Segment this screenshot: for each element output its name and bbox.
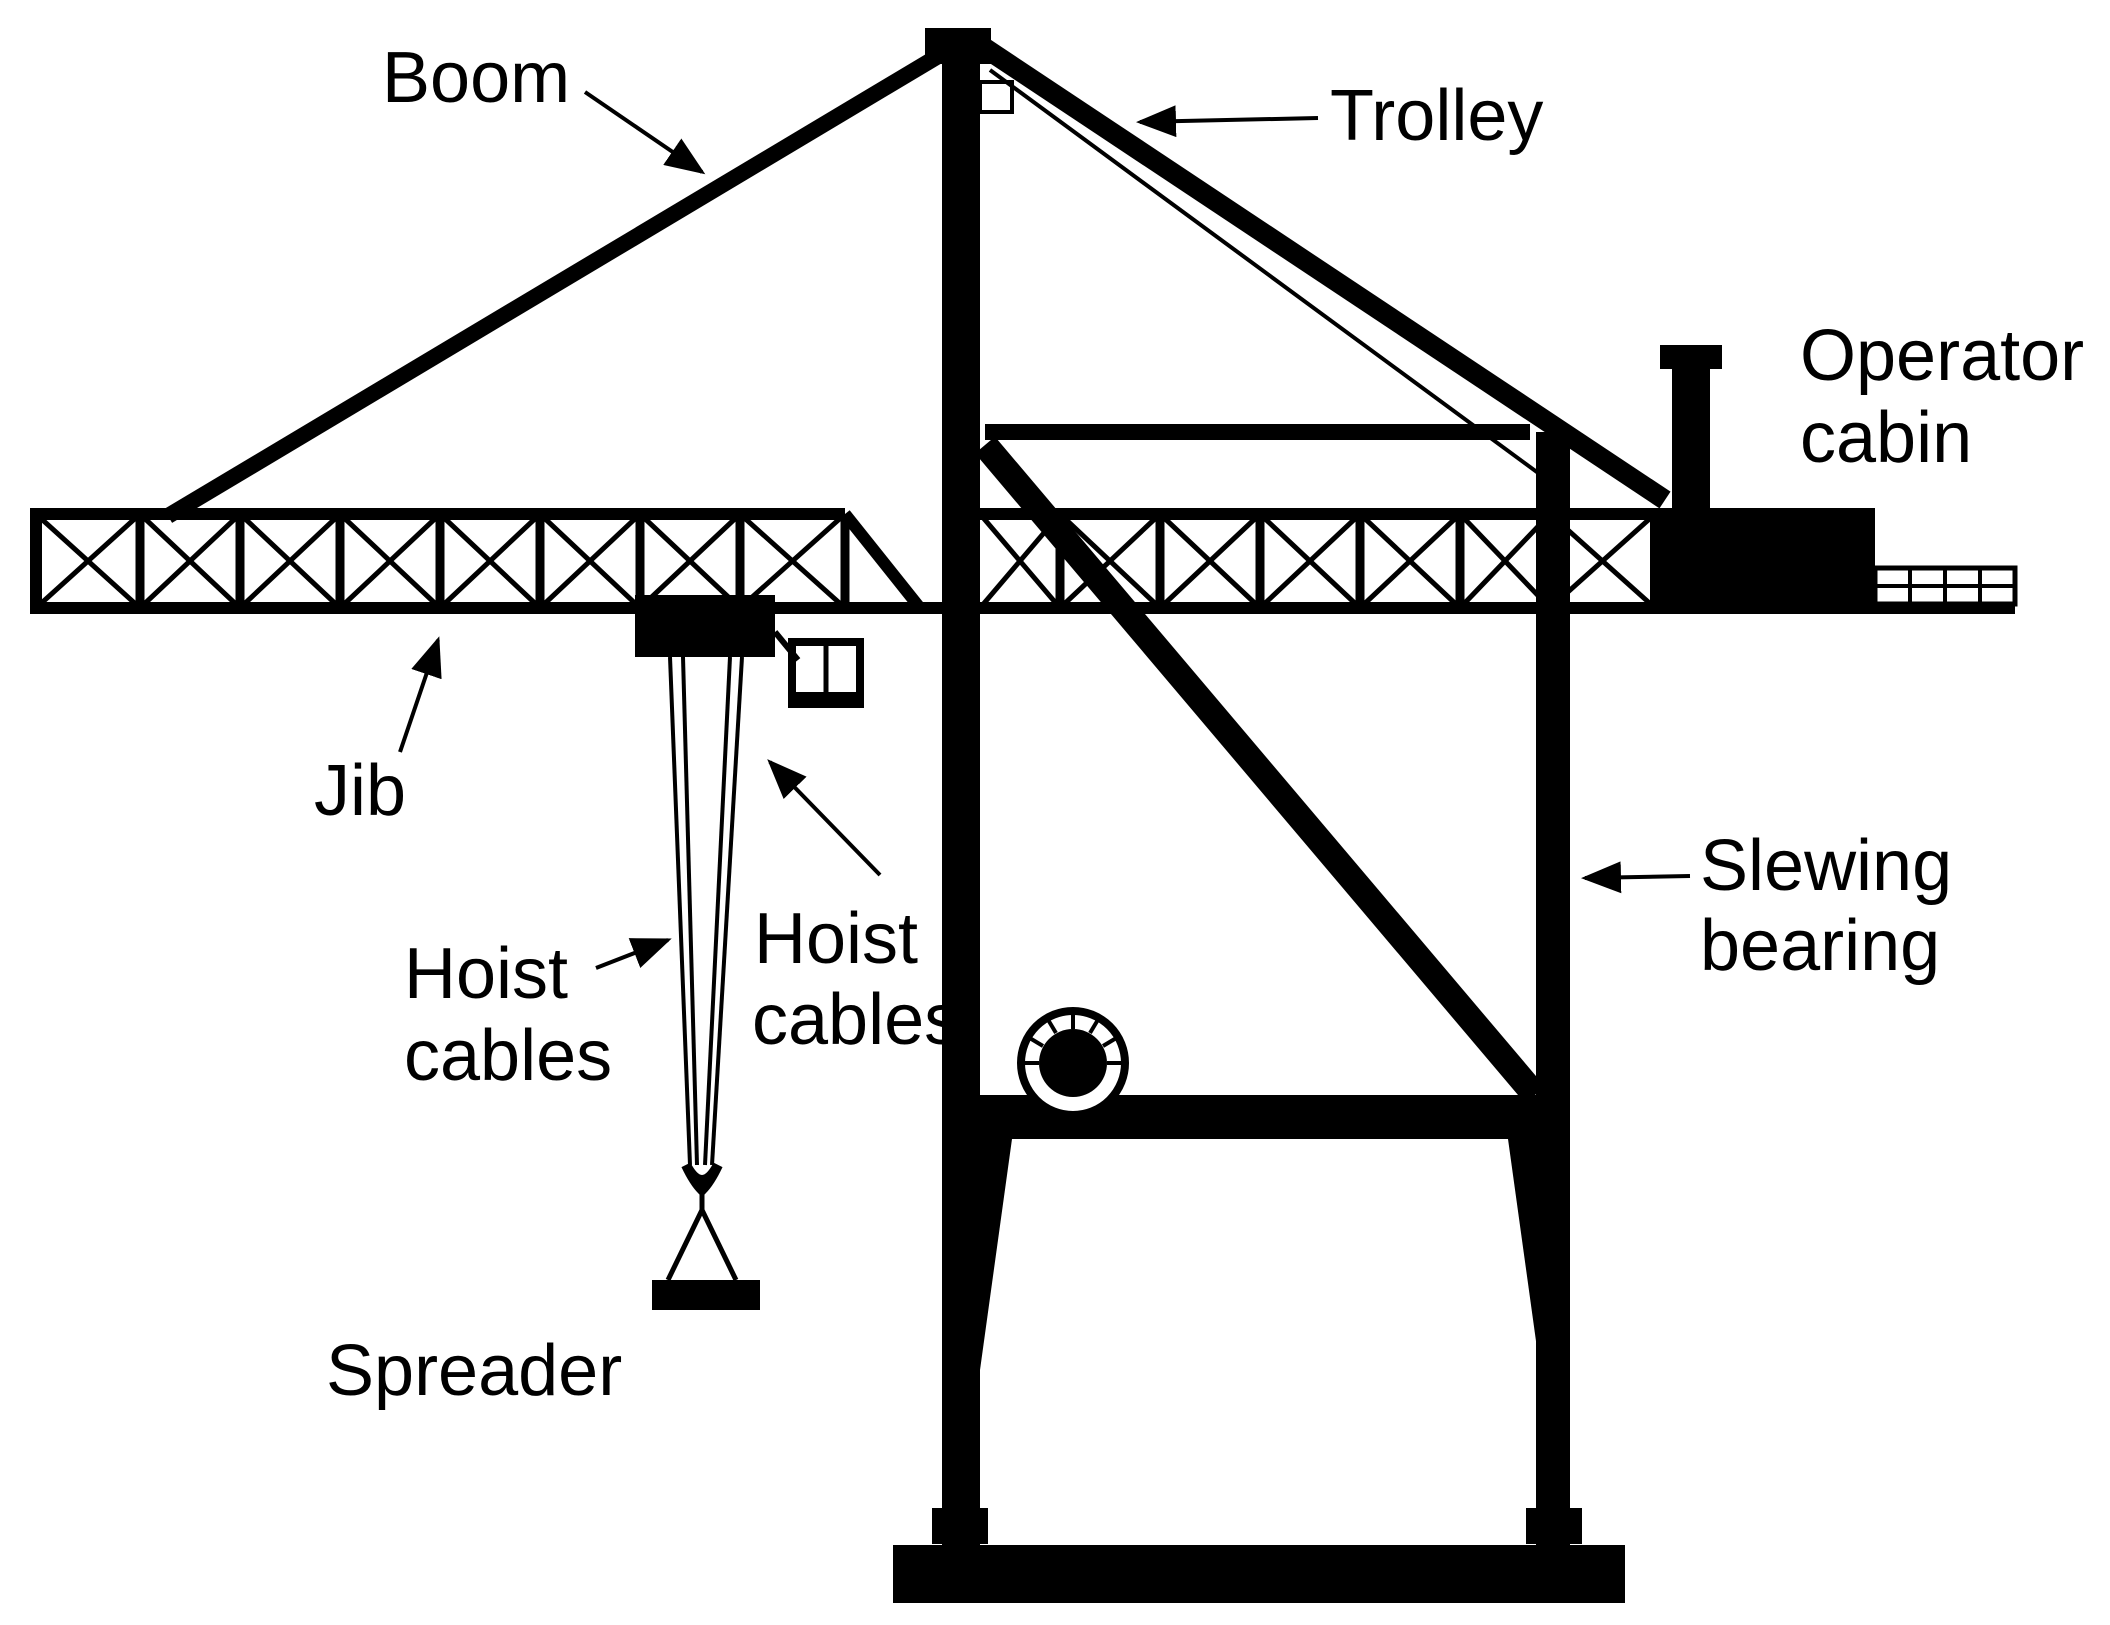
spreader <box>652 1162 760 1310</box>
label-boom: Boom <box>382 38 570 118</box>
label-trolley: Trolley <box>1330 76 1543 156</box>
tower-frame <box>893 28 1625 1603</box>
label-hoist-cables-left-line1: Hoist <box>404 934 568 1014</box>
label-hoist-cables-left-line2: cables <box>404 1016 612 1096</box>
label-operator-cabin-line1: Operator <box>1800 316 2084 396</box>
diagonal-brace <box>975 436 1545 1104</box>
label-hoist-cables-right-line1: Hoist <box>754 899 918 979</box>
label-slewing-bearing-line2: bearing <box>1700 906 1940 986</box>
boom <box>163 39 1671 523</box>
hoist-cables <box>668 656 744 1166</box>
leader-arrows <box>398 90 1691 970</box>
label-jib: Jib <box>314 751 406 831</box>
trolley-carriage <box>635 595 864 708</box>
label-hoist-cables-right-line2: cables <box>752 980 960 1060</box>
operator-cabin <box>1650 345 2018 608</box>
cable-reel <box>1017 1007 1129 1119</box>
label-spreader: Spreader <box>326 1331 622 1411</box>
trolley-cable <box>988 68 1547 480</box>
label-operator-cabin-line2: cabin <box>1800 398 1972 478</box>
label-slewing-bearing-line1: Slewing <box>1700 826 1952 906</box>
jib <box>30 508 2015 614</box>
